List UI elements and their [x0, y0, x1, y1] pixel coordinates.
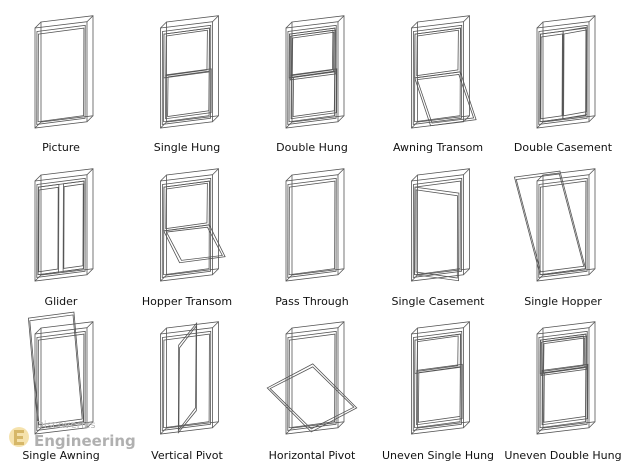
pass-through-window-drawing — [285, 168, 345, 282]
glider-window-drawing — [34, 168, 94, 282]
label-double-casement: Double Casement — [513, 141, 613, 154]
single-hopper-window-drawing — [513, 168, 596, 282]
uneven-double-hung-window-drawing — [536, 321, 596, 435]
hopper-transom-window-drawing — [160, 168, 226, 282]
watermark-big-text: Engineering — [34, 432, 136, 450]
label-glider: Glider — [44, 295, 78, 308]
awning-transom-window-drawing — [411, 15, 477, 129]
label-single-casement: Single Casement — [391, 295, 485, 308]
label-awning-transom: Awning Transom — [392, 141, 484, 154]
single-casement-window-drawing — [411, 168, 470, 282]
label-horizontal-pivot: Horizontal Pivot — [268, 449, 356, 462]
label-vertical-pivot: Vertical Pivot — [151, 449, 223, 462]
e-logo-icon — [9, 427, 29, 447]
horizontal-pivot-window-drawing — [266, 321, 358, 435]
single-hung-window-drawing — [160, 15, 219, 129]
label-uneven-double-hung: Uneven Double Hung — [504, 449, 622, 462]
label-double-hung: Double Hung — [276, 141, 348, 154]
label-hopper-transom: Hopper Transom — [141, 295, 233, 308]
double-casement-window-drawing — [536, 15, 596, 129]
label-picture: Picture — [42, 141, 80, 154]
single-awning-window-drawing — [27, 311, 94, 435]
vertical-pivot-window-drawing — [160, 321, 219, 435]
label-single-hopper: Single Hopper — [524, 295, 602, 308]
label-single-awning: Single Awning — [22, 449, 100, 462]
double-hung-window-drawing — [285, 15, 345, 129]
label-uneven-single-hung: Uneven Single Hung — [381, 449, 495, 462]
label-pass-through: Pass Through — [275, 295, 349, 308]
label-single-hung: Single Hung — [153, 141, 221, 154]
uneven-single-hung-window-drawing — [411, 321, 470, 435]
picture-window-drawing — [34, 15, 94, 129]
watermark-small-text: Discoveries — [36, 420, 96, 431]
watermark: Discoveries Engineering — [8, 418, 158, 458]
